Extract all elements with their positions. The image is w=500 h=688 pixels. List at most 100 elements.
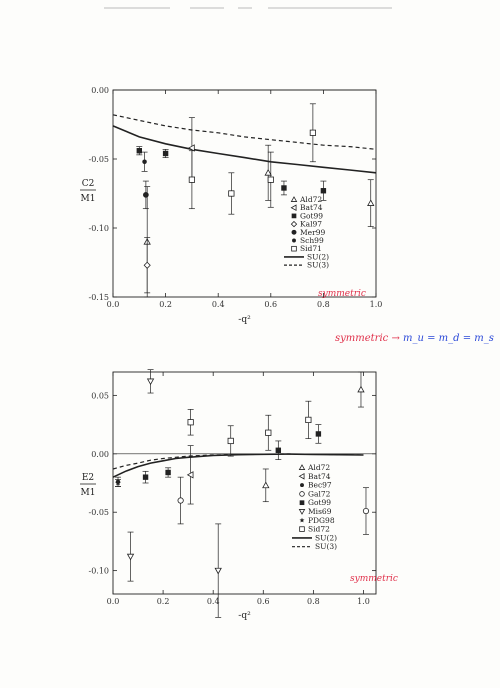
legend-label: PDG98: [308, 516, 335, 525]
x-tick-label: 0.2: [157, 597, 170, 606]
plot-frame: [112, 89, 377, 298]
x-tick-label: 0.4: [207, 597, 220, 606]
y-axis-label-denominator: M1: [81, 488, 96, 498]
legend-label: Ald72: [307, 463, 330, 472]
marker-tri-left: [188, 144, 195, 152]
legend-label: Sid71: [300, 244, 322, 253]
marker-square-filled: [162, 150, 169, 157]
marker-tri-up: [290, 196, 298, 202]
marker-circle-filled-small: [292, 238, 296, 243]
x-tick-label: 0.8: [317, 300, 330, 309]
annotation-symmetric-word: symmetric: [335, 333, 391, 344]
annotation-mass-relation: m_u = m_d = m_s: [400, 333, 494, 344]
y-tick-label: 0.05: [91, 391, 109, 400]
x-tick-label: 0.6: [257, 597, 270, 606]
annotation-symmetric-bottom: symmetric: [350, 574, 398, 584]
legend-label: Gal72: [308, 489, 331, 498]
y-tick-label: -0.15: [88, 293, 109, 302]
y-tick-label: 0.00: [91, 86, 109, 95]
y-tick-label: -0.05: [88, 155, 109, 164]
marker-star: [299, 517, 305, 523]
curve-solid: [112, 125, 377, 174]
marker-square-open: [187, 419, 194, 426]
x-axis-label: -q²: [238, 315, 251, 325]
legend-label: Got99: [308, 498, 331, 507]
legend-label: Bat74: [300, 203, 323, 212]
marker-tri-up: [367, 199, 375, 206]
plot-frame: [112, 371, 377, 595]
x-tick-label: 0.6: [264, 300, 277, 309]
marker-circle-open: [362, 507, 370, 515]
curve-dashed: [112, 114, 377, 150]
x-tick-label: 0.0: [107, 597, 120, 606]
legend-label: Mer99: [300, 228, 325, 237]
marker-tri-up: [298, 464, 306, 470]
marker-star: [115, 480, 121, 486]
y-axis-label-denominator: M1: [81, 194, 96, 204]
marker-square-open: [267, 176, 274, 183]
annotation-arrow: →: [391, 333, 400, 344]
marker-square-filled: [165, 469, 171, 476]
marker-tri-left: [290, 204, 297, 211]
marker-circle-open: [299, 491, 305, 497]
legend-label: SU(2): [307, 252, 329, 261]
y-tick-label: 0.00: [91, 450, 109, 459]
marker-tri-up: [357, 385, 365, 393]
marker-square-filled: [291, 213, 297, 219]
y-tick-label: -0.05: [88, 508, 109, 517]
marker-square-filled: [320, 188, 327, 194]
x-tick-label: 0.0: [107, 300, 120, 309]
marker-square-filled: [142, 474, 149, 480]
marker-tri-up: [262, 481, 270, 489]
marker-square-filled: [299, 500, 305, 506]
marker-diamond: [143, 261, 151, 269]
legend-label: Sid72: [308, 525, 330, 534]
legend-label: Mis69: [308, 507, 332, 516]
marker-square-open: [305, 416, 312, 424]
marker-diamond: [290, 220, 298, 228]
legend-label: SU(2): [315, 533, 337, 542]
annotation-symmetric-top: symmetric: [318, 289, 366, 299]
marker-circle-filled: [143, 192, 149, 198]
marker-square-open: [265, 429, 272, 436]
y-axis-label-numerator: E2: [82, 473, 94, 483]
marker-tri-down: [146, 378, 155, 386]
marker-circle-open: [177, 497, 184, 504]
legend-label: Bat74: [308, 472, 331, 481]
x-tick-label: 0.2: [159, 300, 172, 309]
marker-square-open: [228, 190, 235, 197]
marker-square-filled: [275, 447, 282, 453]
x-tick-label: 0.8: [307, 597, 320, 606]
marker-square-open: [299, 526, 305, 532]
marker-square-open: [227, 437, 234, 445]
marker-square-open: [188, 176, 195, 183]
legend-label: SU(3): [307, 261, 329, 270]
y-axis-label-numerator: C2: [82, 179, 95, 189]
y-tick-label: -0.10: [88, 567, 109, 576]
legend-label: Sch99: [300, 236, 324, 245]
legend-label: SU(3): [315, 542, 337, 551]
legend-label: Bec97: [308, 481, 332, 490]
e2-m1-chart: 0.0 0.2 0.4 0.6 0.8 1.0 0.05 0.00 -0.05 -0.10 E2M1…: [80, 369, 377, 621]
marker-square-filled: [315, 431, 322, 437]
annotation-symmetric-middle: symmetric → m_u = m_d = m_s: [335, 333, 494, 344]
marker-square-open: [291, 245, 297, 252]
x-axis-label: -q²: [238, 611, 251, 621]
legend-label: Got99: [300, 211, 323, 220]
x-tick-label: 1.0: [357, 597, 370, 606]
legend-label: Ald72: [299, 195, 322, 204]
marker-tri-left: [186, 471, 194, 479]
marker-square-filled: [136, 148, 142, 154]
marker-square-filled: [281, 185, 287, 191]
marker-tri-up: [264, 168, 272, 176]
marker-circle-filled: [291, 229, 297, 235]
marker-tri-down: [214, 567, 222, 575]
curve-dashed: [112, 453, 364, 470]
marker-tri-down: [126, 553, 135, 561]
marker-square-open: [309, 129, 316, 136]
legend-label: Kal97: [300, 220, 322, 229]
marker-tri-left: [298, 473, 305, 480]
marker-circle-filled-small: [300, 483, 304, 488]
